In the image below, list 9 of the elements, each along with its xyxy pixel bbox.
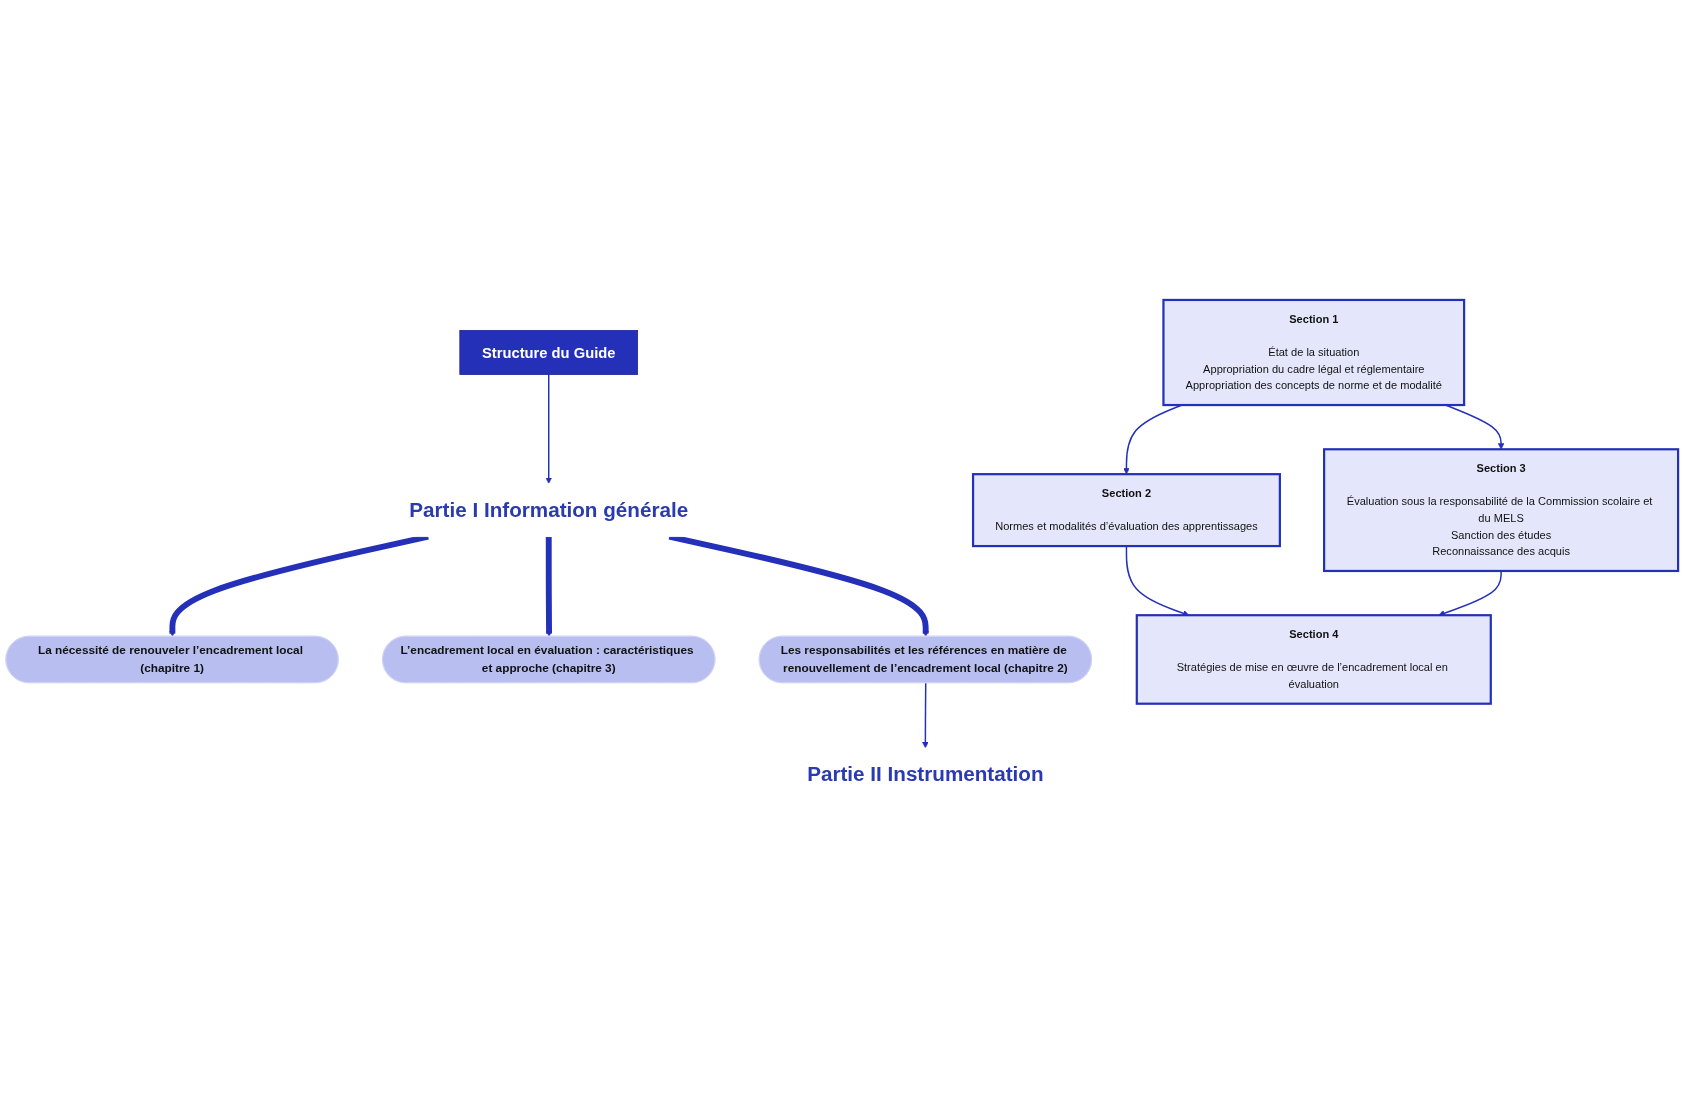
node-box: Structure du Guide xyxy=(459,330,638,375)
arrow xyxy=(545,536,553,637)
node-box: Section 2 Normes et modalités d’évaluation des apprentissages xyxy=(971,473,1281,548)
node-box: Section 3 Évaluation sous la responsabilité de la Commission scolaire et du MELS Sanction des études Reconnaissance des acquis xyxy=(1323,448,1680,573)
node-text: Partie II Instrumentation xyxy=(807,762,1044,786)
arrow xyxy=(922,682,929,749)
node-box: Section 4 Stratégies de mise en œuvre de l’encadrement local en évaluation xyxy=(1135,614,1492,705)
node-box: Section 1 État de la situation Appropriation du cadre légal et réglementaire Appropriation des concepts de norme et de modalité xyxy=(1162,298,1466,407)
arrow xyxy=(545,373,552,484)
